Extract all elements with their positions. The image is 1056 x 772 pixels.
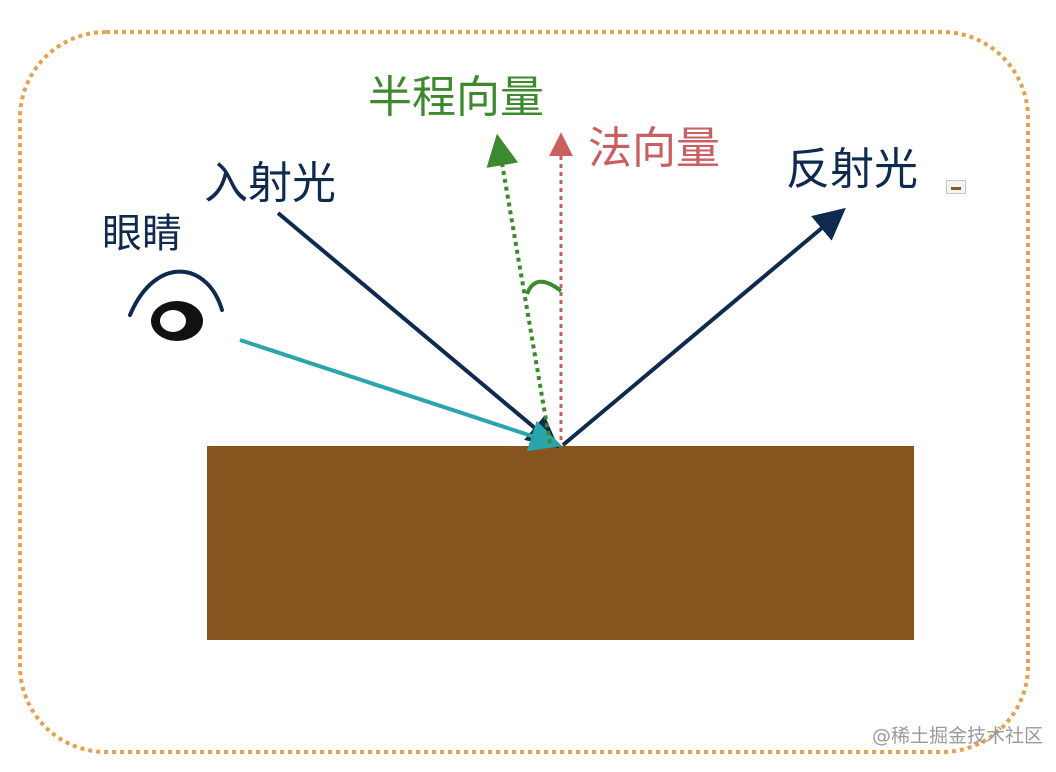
incident-light-arrow xyxy=(276,211,559,449)
eye-label: 眼睛 xyxy=(102,211,182,257)
image-placeholder-icon xyxy=(946,180,966,194)
angle-arc xyxy=(525,279,563,295)
eye-icon xyxy=(128,269,224,341)
half-vector-arrow xyxy=(486,133,552,444)
incident-light-label: 入射光 xyxy=(204,158,336,209)
normal-vector-label: 法向量 xyxy=(588,123,720,174)
reflected-light-arrow xyxy=(561,207,846,447)
half-vector-label: 半程向量 xyxy=(368,72,544,123)
reflecting-surface xyxy=(207,446,914,640)
watermark: @稀土掘金技术社区 xyxy=(872,725,1044,747)
rounded-frame xyxy=(18,30,1030,754)
reflected-light-label: 反射光 xyxy=(786,144,918,195)
view-direction-arrow xyxy=(239,338,563,452)
